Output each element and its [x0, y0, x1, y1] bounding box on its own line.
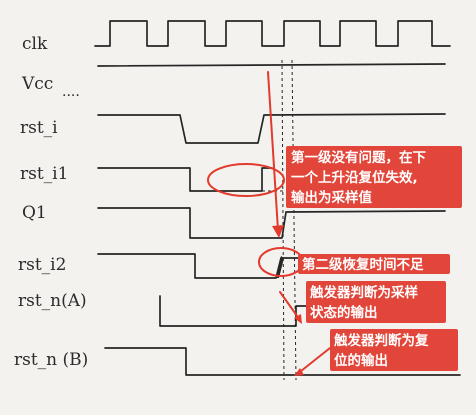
waveform-rst-i2-metastable — [276, 256, 284, 278]
annotation-sample-output-line1: 触发器判断为采样 — [310, 284, 418, 301]
annotation-sample-output-line2: 状态的输出 — [310, 304, 378, 321]
annotation-first-stage-line2: 一个上升沿复位失效, — [291, 169, 418, 186]
arrow-to-rst-n-b — [295, 347, 331, 376]
annotation-sample-output-bg — [306, 281, 446, 323]
label-q1: Q1 — [22, 203, 47, 223]
waveform-rst-n-b — [104, 347, 461, 376]
arrow-clk-edge — [267, 71, 279, 231]
annotation-second-stage-bg — [298, 254, 450, 274]
label-vcc: Vcc — [21, 74, 53, 94]
label-rst-n-a: rst_n(A) — [18, 291, 87, 311]
waveform-clk — [94, 20, 451, 47]
annotation-reset-output-bg — [330, 329, 458, 371]
label-clk: clk — [22, 34, 48, 54]
highlight-ellipse-rst-i1 — [207, 163, 285, 197]
annotation-first-stage-line1: 第一级没有问题，在下 — [291, 149, 426, 166]
annotation-first-stage: 第一级没有问题，在下 一个上升沿复位失效, 输出为采样值 — [286, 146, 462, 208]
arrow-to-rst-n-b-head — [294, 368, 304, 376]
arrow-to-rst-n-a — [279, 291, 301, 321]
annotation-reset-output-line1: 触发器判断为复 — [334, 332, 429, 349]
annotation-second-stage-text: 第二级恢复时间不足 — [302, 256, 424, 273]
annotation-first-stage-line3: 输出为采样值 — [291, 189, 372, 206]
annotation-sample-output: 触发器判断为采样 状态的输出 — [306, 281, 446, 323]
waveform-rst-i1 — [97, 167, 273, 192]
annotation-reset-output-line2: 位的输出 — [334, 352, 388, 369]
label-rst-n-b: rst_n (B) — [14, 350, 88, 370]
label-vcc-dots: .... — [62, 84, 80, 100]
waveform-q1 — [97, 207, 446, 239]
waveform-vcc — [97, 63, 446, 67]
arrow-to-rst-n-a-head — [294, 314, 302, 324]
label-rst-i2: rst_i2 — [18, 255, 66, 275]
arrow-clk-edge-head — [272, 225, 284, 238]
annotation-first-stage-bg — [286, 146, 462, 208]
label-rst-i1: rst_i1 — [20, 164, 68, 184]
annotation-second-stage: 第二级恢复时间不足 — [298, 254, 450, 274]
waveform-rst-i2 — [97, 253, 301, 279]
waveform-rst-i — [97, 113, 446, 144]
annotation-reset-output: 触发器判断为复 位的输出 — [330, 329, 458, 371]
guide-line-left — [281, 59, 285, 381]
guide-line-right — [291, 59, 297, 381]
label-rst-i: rst_i — [20, 118, 58, 138]
